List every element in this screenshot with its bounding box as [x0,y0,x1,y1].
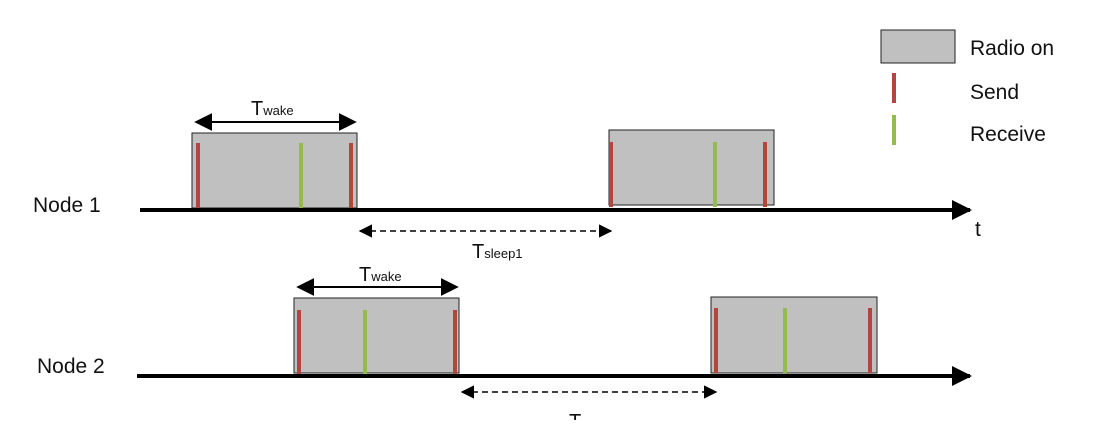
node2-send-mark-1 [297,310,301,375]
node1-label: Node 1 [33,194,101,217]
time-axis-label: t [975,218,981,241]
legend-send-label: Send [970,81,1019,104]
node1-receive-mark-2 [713,142,717,207]
node2-send-mark-3 [714,308,718,373]
node1-twake-label: Twake [251,98,294,120]
legend-receive-label: Receive [970,123,1046,146]
node1-send-mark-2 [349,143,353,208]
node1-send-mark-3 [609,142,613,207]
node1-radio-window-2 [608,129,775,206]
node2-send-mark-2 [453,310,457,375]
node2-radio-window-2 [710,296,878,374]
legend-receive-swatch [892,115,896,145]
node1-send-mark-4 [763,142,767,207]
legend: Radio on Send Receive [880,29,1054,146]
node1-tsleep-label: Tsleep1 [472,241,523,263]
node2-receive-mark-2 [783,308,787,373]
node1-radio-window-1 [191,132,358,209]
legend-send-swatch [892,73,896,103]
node1-row: Node 1 Twake t Tsleep1 [33,98,981,263]
node2-receive-mark-1 [363,310,367,375]
node1-receive-mark-1 [299,143,303,208]
node2-radio-window-1 [293,297,460,374]
node2-row: Node 2 Twake T [37,264,972,425]
node2-label: Node 2 [37,355,105,378]
legend-radio-on-label: Radio on [970,37,1054,60]
node2-tsleep-label-cropped: T [569,411,581,420]
node2-twake-label: Twake [359,264,402,286]
node2-send-mark-4 [868,308,872,373]
legend-radio-on-swatch [880,29,956,64]
node1-send-mark-1 [196,143,200,208]
